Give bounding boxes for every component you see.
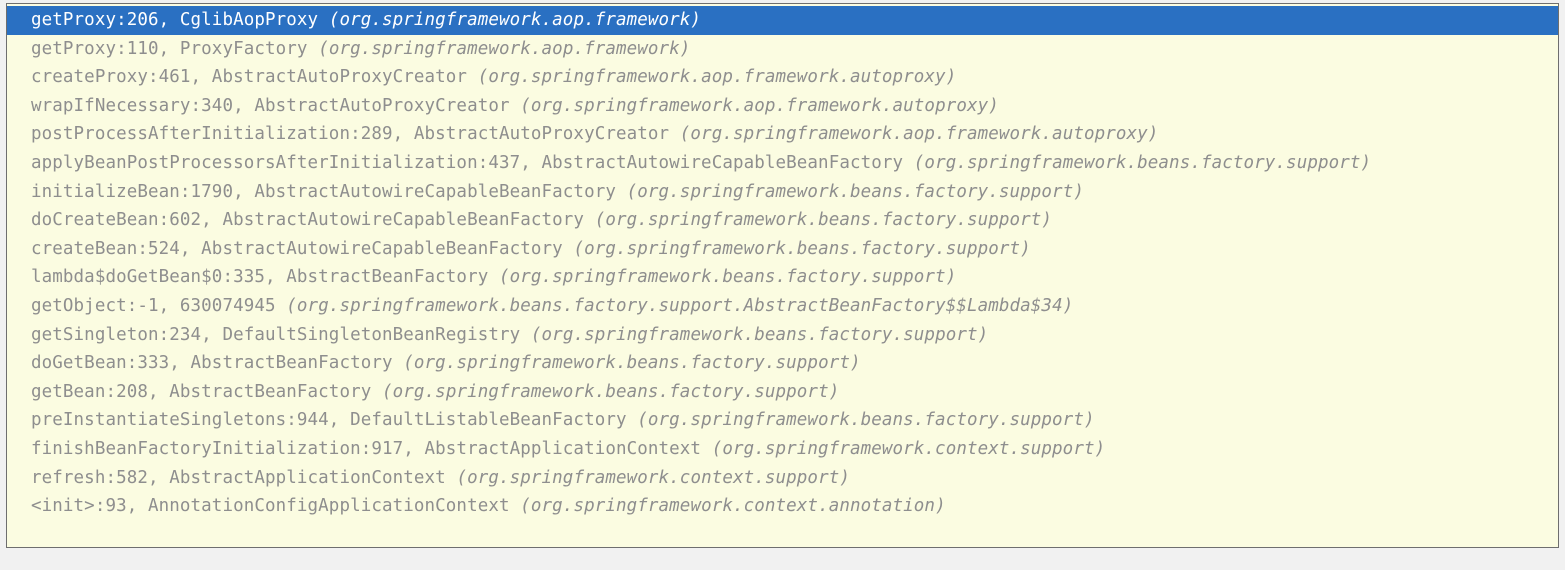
stack-frame-package: (org.springframework.beans.factory.suppo…	[382, 381, 840, 402]
stack-frame-package: (org.springframework.context.support)	[711, 438, 1106, 459]
stack-frame-row[interactable]: postProcessAfterInitialization:289, Abst…	[7, 120, 1558, 149]
stack-frame-row[interactable]: initializeBean:1790, AbstractAutowireCap…	[7, 178, 1558, 207]
stack-frame-method: getSingleton:234, DefaultSingletonBeanRe…	[31, 324, 521, 345]
stack-frame-row[interactable]: wrapIfNecessary:340, AbstractAutoProxyCr…	[7, 92, 1558, 121]
stack-frame-row[interactable]: getProxy:206, CglibAopProxy (org.springf…	[7, 6, 1558, 35]
stack-frame-package: (org.springframework.beans.factory.suppo…	[573, 238, 1031, 259]
stack-frame-package: (org.springframework.context.support)	[456, 467, 850, 488]
stack-frame-row[interactable]: getProxy:110, ProxyFactory (org.springfr…	[7, 35, 1558, 64]
stack-frame-row[interactable]: preInstantiateSingletons:944, DefaultLis…	[7, 406, 1558, 435]
stack-frame-row[interactable]: doGetBean:333, AbstractBeanFactory (org.…	[7, 349, 1558, 378]
stack-frame-row[interactable]: createBean:524, AbstractAutowireCapableB…	[7, 235, 1558, 264]
stack-frame-method: getObject:-1, 630074945	[31, 295, 276, 316]
stack-frame-package: (org.springframework.beans.factory.suppo…	[530, 324, 989, 345]
stack-frame-method: wrapIfNecessary:340, AbstractAutoProxyCr…	[31, 95, 510, 116]
stack-frame-method: initializeBean:1790, AbstractAutowireCap…	[31, 181, 616, 202]
stack-frame-method: createBean:524, AbstractAutowireCapableB…	[31, 238, 563, 259]
stack-frame-method: <init>:93, AnnotationConfigApplicationCo…	[31, 496, 510, 517]
stack-frame-row[interactable]: getSingleton:234, DefaultSingletonBeanRe…	[7, 321, 1558, 350]
stack-frame-method: applyBeanPostProcessorsAfterInitializati…	[31, 152, 904, 173]
stack-frame-method: refresh:582, AbstractApplicationContext	[31, 467, 446, 488]
stack-frame-package: (org.springframework.beans.factory.suppo…	[286, 295, 1074, 316]
stack-frame-row[interactable]: doCreateBean:602, AbstractAutowireCapabl…	[7, 206, 1558, 235]
stack-frame-method: getBean:208, AbstractBeanFactory	[31, 381, 372, 402]
stack-frame-row[interactable]: lambda$doGetBean$0:335, AbstractBeanFact…	[7, 263, 1558, 292]
call-stack-frame-list[interactable]: getProxy:206, CglibAopProxy (org.springf…	[7, 4, 1558, 521]
stack-frame-method: getProxy:206, CglibAopProxy	[31, 10, 319, 30]
stack-frame-row[interactable]: finishBeanFactoryInitialization:917, Abs…	[7, 435, 1558, 464]
stack-frame-method: doCreateBean:602, AbstractAutowireCapabl…	[31, 210, 585, 231]
stack-frame-row[interactable]: getObject:-1, 630074945 (org.springframe…	[7, 292, 1558, 321]
stack-frame-package: (org.springframework.aop.framework.autop…	[679, 124, 1159, 145]
stack-frame-package: (org.springframework.aop.framework)	[328, 10, 702, 30]
stack-frame-row[interactable]: applyBeanPostProcessorsAfterInitializati…	[7, 149, 1558, 178]
stack-frame-package: (org.springframework.aop.framework)	[318, 38, 691, 59]
stack-frame-package: (org.springframework.context.annotation)	[520, 496, 946, 517]
stack-frame-method: lambda$doGetBean$0:335, AbstractBeanFact…	[31, 267, 489, 288]
stack-frame-package: (org.springframework.beans.factory.suppo…	[498, 267, 957, 288]
stack-frame-row[interactable]: createProxy:461, AbstractAutoProxyCreato…	[7, 63, 1558, 92]
stack-frame-package: (org.springframework.beans.factory.suppo…	[637, 410, 1095, 431]
stack-frame-method: postProcessAfterInitialization:289, Abst…	[31, 124, 670, 145]
stack-frame-method: createProxy:461, AbstractAutoProxyCreato…	[31, 67, 468, 88]
stack-frame-package: (org.springframework.aop.framework.autop…	[477, 67, 957, 88]
stack-frame-row[interactable]: <init>:93, AnnotationConfigApplicationCo…	[7, 492, 1558, 521]
stack-frame-package: (org.springframework.beans.factory.suppo…	[594, 210, 1053, 231]
stack-frame-package: (org.springframework.aop.framework.autop…	[520, 95, 999, 116]
stack-frame-package: (org.springframework.beans.factory.suppo…	[626, 181, 1084, 202]
stack-frame-package: (org.springframework.beans.factory.suppo…	[403, 353, 861, 374]
stack-frame-method: getProxy:110, ProxyFactory	[31, 38, 308, 59]
stack-frame-row[interactable]: getBean:208, AbstractBeanFactory (org.sp…	[7, 378, 1558, 407]
stack-frame-row[interactable]: refresh:582, AbstractApplicationContext …	[7, 464, 1558, 493]
call-stack-panel[interactable]: getProxy:206, CglibAopProxy (org.springf…	[6, 3, 1559, 548]
stack-frame-package: (org.springframework.beans.factory.suppo…	[913, 152, 1372, 173]
stack-frame-method: doGetBean:333, AbstractBeanFactory	[31, 353, 393, 374]
stack-frame-method: preInstantiateSingletons:944, DefaultLis…	[31, 410, 627, 431]
stack-frame-method: finishBeanFactoryInitialization:917, Abs…	[31, 438, 702, 459]
